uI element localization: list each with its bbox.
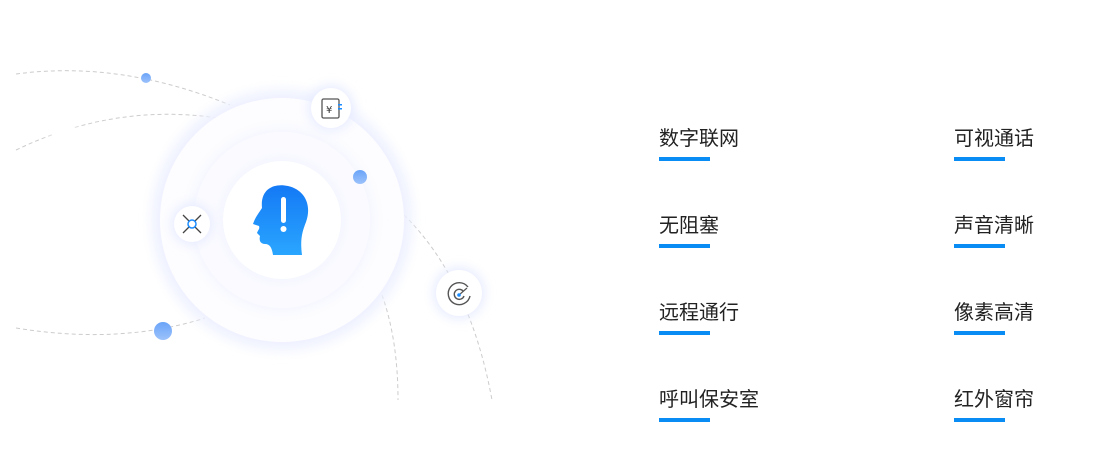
orbit-dot — [353, 170, 367, 184]
yuan-list-icon: ¥ — [309, 86, 353, 130]
expand-arrows-icon — [172, 204, 212, 244]
feature-label: 红外窗帘 — [954, 387, 1034, 411]
feature-label: 像素高清 — [954, 300, 1034, 324]
feature-label: 数字联网 — [659, 126, 739, 150]
feature-underline — [659, 331, 710, 335]
feature-label: 声音清晰 — [954, 213, 1034, 237]
feature-item: 声音清晰 — [954, 213, 1034, 248]
feature-label: 呼叫保安室 — [659, 387, 759, 411]
feature-item: 红外窗帘 — [954, 387, 1034, 422]
feature-item: 远程通行 — [659, 300, 739, 335]
illustration: ¥ — [15, 70, 493, 401]
orbit-dot — [141, 73, 151, 83]
feature-item: 像素高清 — [954, 300, 1034, 335]
feature-underline — [954, 418, 1005, 422]
feature-underline — [659, 418, 710, 422]
head-alert-icon — [253, 185, 309, 255]
feature-underline — [659, 157, 710, 161]
feature-item: 呼叫保安室 — [659, 387, 759, 422]
orbit-dot — [154, 322, 172, 340]
feature-item: 数字联网 — [659, 126, 739, 161]
target-icon — [434, 268, 484, 318]
feature-underline — [659, 244, 710, 248]
orbit-lines — [15, 70, 493, 401]
feature-label: 远程通行 — [659, 300, 739, 324]
feature-label: 无阻塞 — [659, 213, 719, 237]
feature-underline — [954, 157, 1005, 161]
svg-text:¥: ¥ — [326, 105, 332, 116]
feature-item: 可视通话 — [954, 126, 1034, 161]
feature-underline — [954, 244, 1005, 248]
feature-underline — [954, 331, 1005, 335]
feature-label: 可视通话 — [954, 126, 1034, 150]
feature-item: 无阻塞 — [659, 213, 719, 248]
